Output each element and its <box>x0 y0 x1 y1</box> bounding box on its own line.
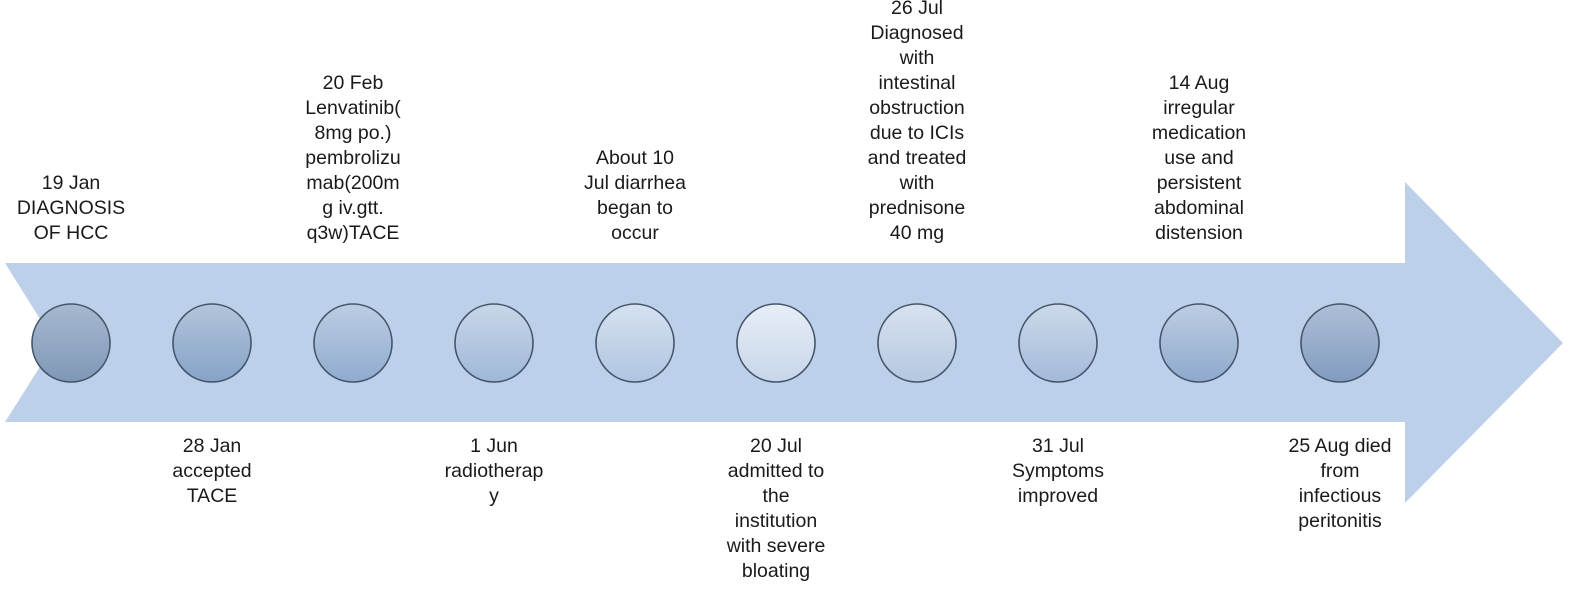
timeline-marker-4 <box>454 303 534 383</box>
event-label-10: 25 Aug died from infectious peritonitis <box>1288 435 1392 532</box>
timeline-marker-7 <box>877 303 957 383</box>
timeline-marker-5 <box>595 303 675 383</box>
timeline-marker-10 <box>1300 303 1380 383</box>
event-label-8: 31 Jul Symptoms improved <box>1011 435 1105 507</box>
event-label-3: 20 Feb Lenvatinib( 8mg po.) pembrolizu m… <box>305 72 401 244</box>
event-label-4: 1 Jun radiotherap y <box>444 435 544 507</box>
timeline-marker-1 <box>31 303 111 383</box>
event-label-5: About 10 Jul diarrhea began to occur <box>584 147 686 244</box>
timeline-marker-9 <box>1159 303 1239 383</box>
event-label-7: 26 Jul Diagnosed with intestinal obstruc… <box>867 0 967 244</box>
event-label-1: 19 Jan DIAGNOSIS OF HCC <box>16 172 126 244</box>
timeline-marker-3 <box>313 303 393 383</box>
event-label-9: 14 Aug irregular medication use and pers… <box>1151 72 1247 244</box>
event-label-6: 20 Jul admitted to the institution with … <box>726 435 826 582</box>
timeline-marker-8 <box>1018 303 1098 383</box>
timeline-marker-2 <box>172 303 252 383</box>
event-label-2: 28 Jan accepted TACE <box>172 435 252 507</box>
timeline-marker-6 <box>736 303 816 383</box>
timeline-markers <box>31 303 1380 383</box>
